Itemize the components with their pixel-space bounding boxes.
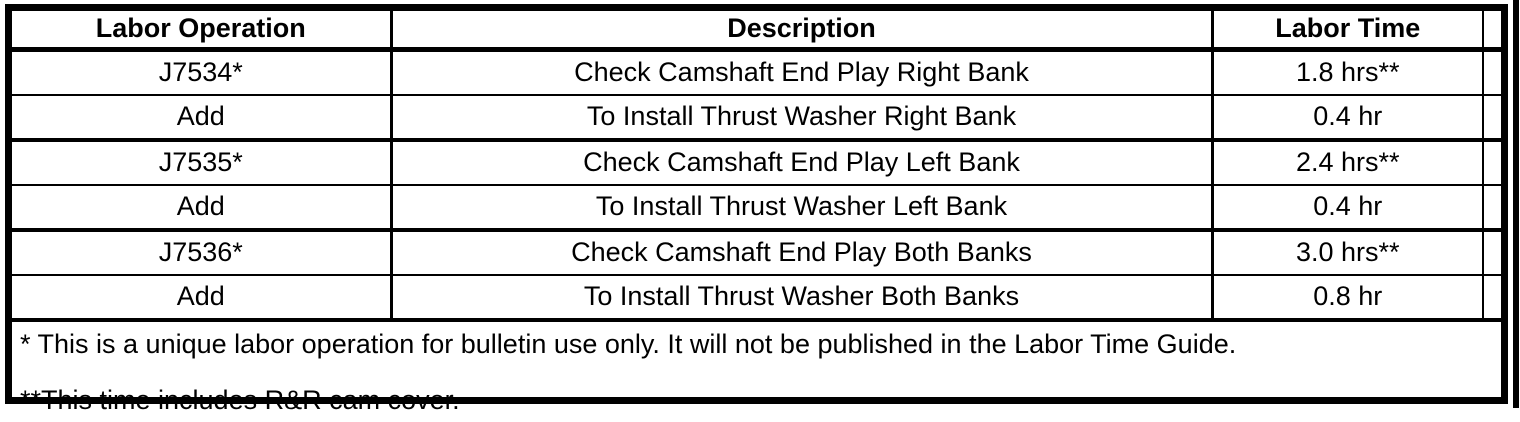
labor-time-cell: 0.4 hr [1212,95,1484,142]
header-labor-operation: Labor Operation [12,11,393,52]
sliver-cell [1483,95,1501,142]
table-row: Add To Install Thrust Washer Both Banks … [12,275,1501,322]
labor-operation-cell: J7536* [12,230,393,276]
labor-time-table: Labor Operation Description Labor Time J… [12,11,1501,422]
description-cell: To Install Thrust Washer Left Bank [391,185,1214,232]
sliver-cell [1483,275,1501,322]
labor-operation-cell: J7534* [12,49,393,96]
labor-time-cell: 0.8 hr [1212,275,1484,322]
footnote-unique-labor-operation: * This is a unique labor operation for b… [20,329,1237,359]
footnote-row: * This is a unique labor operation for b… [12,320,1501,422]
labor-operation-cell: Add [12,275,393,322]
labor-operation-cell: Add [12,185,393,232]
header-description: Description [391,11,1214,52]
description-cell: Check Camshaft End Play Left Bank [391,140,1214,186]
footnote-time-includes: **This time includes R&R cam cover. [20,385,460,416]
sliver-cell [1483,185,1501,232]
sliver-cell [1483,140,1501,186]
labor-time-table-frame: Labor Operation Description Labor Time J… [5,4,1508,415]
description-cell: Check Camshaft End Play Both Banks [391,230,1214,276]
sliver-cell [1483,49,1501,96]
labor-operation-cell: Add [12,95,393,142]
description-cell: To Install Thrust Washer Right Bank [391,95,1214,142]
description-cell: To Install Thrust Washer Both Banks [391,275,1214,322]
labor-time-cell: 1.8 hrs** [1212,49,1484,96]
header-labor-time: Labor Time [1212,11,1484,52]
sliver-cell [1483,230,1501,276]
table-row: Add To Install Thrust Washer Right Bank … [12,95,1501,142]
page-right-edge-rule [1513,0,1519,408]
table-header-row: Labor Operation Description Labor Time [12,11,1501,52]
labor-operation-cell: J7535* [12,140,393,186]
description-cell: Check Camshaft End Play Right Bank [391,49,1214,96]
labor-time-cell: 3.0 hrs** [1212,230,1484,276]
table-row: J7535* Check Camshaft End Play Left Bank… [12,140,1501,186]
table-row: Add To Install Thrust Washer Left Bank 0… [12,185,1501,232]
table-row: J7536* Check Camshaft End Play Both Bank… [12,230,1501,276]
header-sliver-cell [1483,11,1501,52]
labor-time-cell: 2.4 hrs** [1212,140,1484,186]
table-row: J7534* Check Camshaft End Play Right Ban… [12,49,1501,96]
footnote-cell: * This is a unique labor operation for b… [12,320,1501,422]
labor-time-cell: 0.4 hr [1212,185,1484,232]
